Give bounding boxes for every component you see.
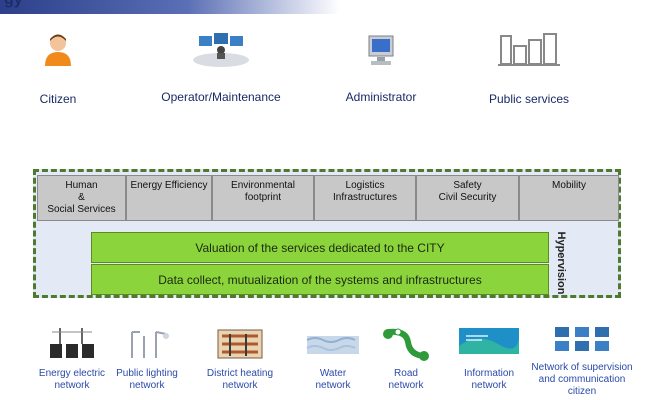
hypervision-label: Hypervision [552,231,570,295]
supervision-devices-icon [553,326,611,352]
heating-pipes-icon [216,326,264,362]
actor-label: Public services [488,92,570,106]
road-icon [382,326,430,362]
information-icon [458,326,520,362]
actor-label: Administrator [345,90,417,104]
network-water: Water network [300,326,366,392]
network-label: Energy electric network [38,368,106,391]
network-public-lighting: Public lighting network [112,326,182,392]
service-human-social: Human & Social Services [37,175,126,221]
network-supervision-communication: Network of supervision and communication… [530,326,634,398]
actor-public-services: Public services [480,32,578,106]
network-label: Road network [388,368,424,391]
actor-operator: Operator/Maintenance [150,30,292,104]
valuation-band: Valuation of the services dedicated to t… [91,232,549,263]
network-label: Public lighting network [116,368,178,391]
hypervision-text: Hypervision [555,231,567,295]
services-row: Human & Social Services Energy Efficienc… [37,175,619,221]
actor-label: Operator/Maintenance [161,90,281,104]
operator-workstation-icon [191,30,251,68]
network-label: District heating network [206,368,274,391]
service-logistics: Logistics Infrastructures [314,175,416,221]
service-safety: Safety Civil Security [416,175,519,221]
network-district-heating: District heating network [200,326,280,392]
network-label: Water network [315,368,351,391]
service-mobility: Mobility [519,175,619,221]
actor-citizen: Citizen [25,32,91,106]
public-buildings-icon [498,32,560,68]
data-collect-band: Data collect, mutualization of the syste… [91,264,549,295]
header-title: gy [4,0,23,9]
header-bar: gy [0,0,340,14]
electric-pylon-icon [48,326,96,362]
actor-label: Citizen [39,92,77,106]
network-label: Information network [463,368,515,391]
street-light-icon [124,326,170,362]
network-energy-electric: Energy electric network [34,326,110,392]
administrator-computer-icon [365,34,397,68]
network-information: Information network [455,326,523,392]
service-energy-efficiency: Energy Efficiency [126,175,212,221]
service-environmental-footprint: Environmental footprint [212,175,314,221]
water-icon [305,326,361,362]
network-road: Road network [380,326,432,392]
actor-administrator: Administrator [335,34,427,104]
network-label: Network of supervision and communication… [531,362,633,397]
citizen-person-icon [41,32,75,68]
